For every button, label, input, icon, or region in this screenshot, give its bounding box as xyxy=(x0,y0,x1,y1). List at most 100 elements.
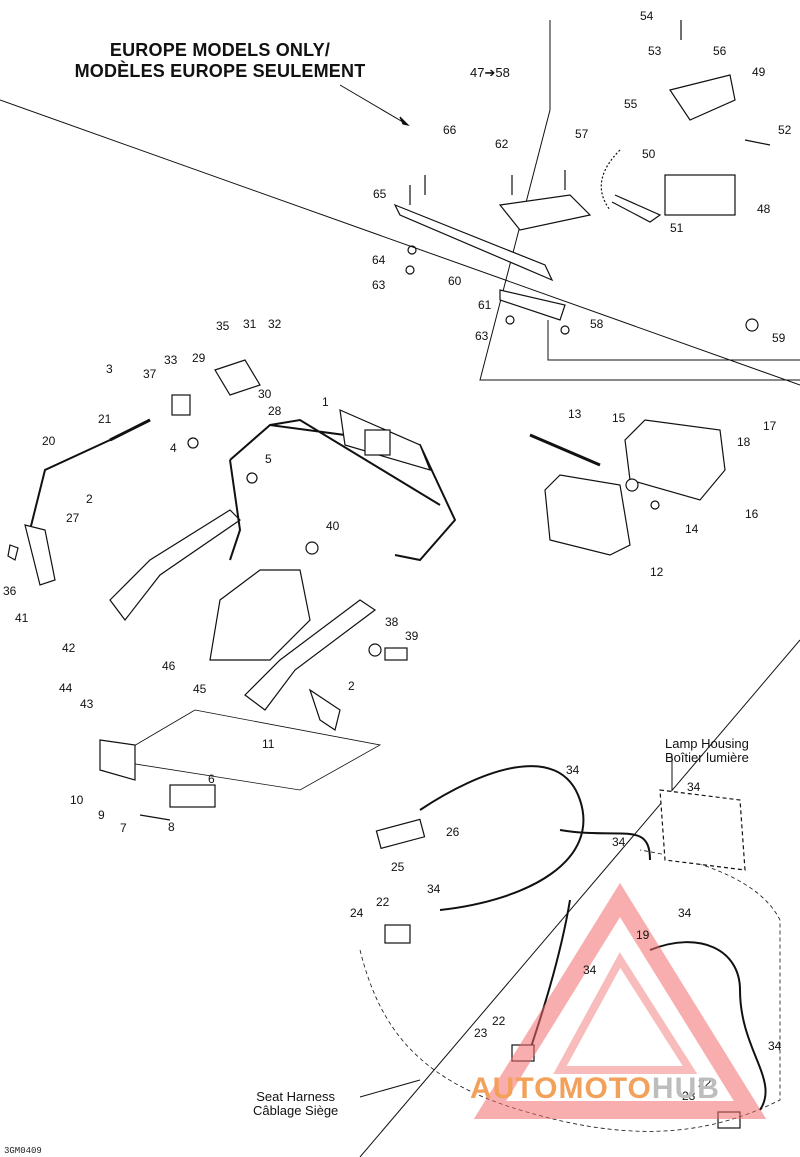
callout-5: 5 xyxy=(265,452,272,466)
callout-6: 6 xyxy=(208,772,215,786)
part-14-nut xyxy=(650,500,660,510)
part-29-switch xyxy=(214,359,261,396)
callout-36: 36 xyxy=(3,584,17,598)
callout-14: 14 xyxy=(685,522,699,536)
part-63-nut-b xyxy=(505,315,515,325)
callout-23: 23 xyxy=(474,1026,488,1040)
callout-43: 43 xyxy=(80,697,94,711)
callout-63: 63 xyxy=(372,278,386,292)
callout-59: 59 xyxy=(772,331,786,345)
callout-34b: 34 xyxy=(687,780,701,794)
callout-44: 44 xyxy=(59,681,73,695)
callout-40: 40 xyxy=(326,519,340,533)
part-21-rod xyxy=(109,418,151,442)
callout-16: 16 xyxy=(745,507,759,521)
europe-bracket xyxy=(479,20,800,381)
part-2-lever xyxy=(308,688,341,731)
hardware-group-box xyxy=(108,709,382,791)
part-12-housing xyxy=(544,474,631,556)
part-13-socket xyxy=(529,433,601,467)
callout-12: 12 xyxy=(650,565,664,579)
seat-harness-line2: Câblage Siège xyxy=(253,1103,339,1118)
callout-26: 26 xyxy=(446,825,460,839)
callout-38: 38 xyxy=(385,615,399,629)
callout-50: 50 xyxy=(642,147,656,161)
seat-harness-leader xyxy=(359,1079,421,1098)
part-2-side-rail-left xyxy=(109,509,241,621)
callout-25: 25 xyxy=(391,860,405,874)
callout-17: 17 xyxy=(763,419,777,433)
callout-53: 53 xyxy=(648,44,662,58)
part-2-side-rail-right xyxy=(244,599,377,711)
callout-28: 28 xyxy=(268,404,282,418)
europe-title-line2: MODÈLES EUROPE SEULEMENT xyxy=(74,61,366,81)
part-63-nut xyxy=(405,265,415,275)
callout-54: 54 xyxy=(640,9,654,23)
europe-plate-box xyxy=(380,200,800,310)
part-37-block xyxy=(171,394,191,416)
callout-61: 61 xyxy=(478,298,492,312)
europe-box-outline xyxy=(550,20,795,100)
callout-20: 20 xyxy=(42,434,56,448)
seat-harness-caption: Seat Harness Câblage Siège xyxy=(253,1090,338,1118)
callout-29: 29 xyxy=(192,351,206,365)
callout-52: 52 xyxy=(778,123,792,137)
part-66-bracket xyxy=(498,194,592,231)
callout-33: 33 xyxy=(164,353,178,367)
callout-13: 13 xyxy=(568,407,582,421)
part-64-washer xyxy=(407,245,417,255)
callout-30: 30 xyxy=(258,387,272,401)
range-label: 47➔58 xyxy=(470,65,510,80)
part-45-cover xyxy=(209,569,311,661)
callout-22: 22 xyxy=(376,895,390,909)
callout-39: 39 xyxy=(405,629,419,643)
callout-58: 58 xyxy=(590,317,604,331)
callout-46: 46 xyxy=(162,659,176,673)
callout-1: 1 xyxy=(322,395,329,409)
watermark-text-2: HUB xyxy=(651,1072,720,1105)
part-4-washer xyxy=(187,437,199,449)
callout-34a: 34 xyxy=(566,763,580,777)
callout-63b: 63 xyxy=(475,329,489,343)
callout-11: 11 xyxy=(262,737,275,751)
seat-frame-outline xyxy=(359,849,781,1132)
callout-2b: 2 xyxy=(348,679,355,693)
part-60-plate xyxy=(393,203,554,282)
part-1-rack-plate xyxy=(364,429,391,456)
callout-10: 10 xyxy=(70,793,84,807)
part-50-cable xyxy=(600,149,621,211)
callout-34f: 34 xyxy=(583,963,597,977)
europe-inner-box xyxy=(547,320,800,361)
part-1-rack-frame xyxy=(229,418,457,562)
part-59-pin xyxy=(745,318,759,332)
callout-45: 45 xyxy=(193,682,207,696)
part-16-lens xyxy=(624,419,726,501)
callout-35: 35 xyxy=(216,319,230,333)
callout-31: 31 xyxy=(243,317,257,331)
part-51-clip xyxy=(611,194,662,223)
callout-65: 65 xyxy=(373,187,387,201)
callout-34e: 34 xyxy=(678,906,692,920)
part-27-grip xyxy=(24,524,56,586)
watermark-triangle-inner xyxy=(553,952,698,1074)
callout-55: 55 xyxy=(624,97,638,111)
part-61-plate xyxy=(499,289,566,321)
pointer-arrow xyxy=(339,84,409,126)
pointer-arrowhead xyxy=(399,116,410,126)
callout-8: 8 xyxy=(168,820,175,834)
part-40-nut xyxy=(305,541,319,555)
callout-15: 15 xyxy=(612,411,626,425)
callout-42: 42 xyxy=(62,641,76,655)
part-8-pin xyxy=(139,814,171,821)
callout-2: 2 xyxy=(86,492,93,506)
callout-48: 48 xyxy=(757,202,771,216)
watermark-logo: AUTOMOTOHUB xyxy=(470,1072,720,1106)
drawing-code: 3GM0409 xyxy=(4,1146,42,1156)
lamp-housing-caption: Lamp Housing Boîtier lumière xyxy=(665,737,749,765)
callout-3: 3 xyxy=(106,362,113,376)
callout-37: 37 xyxy=(143,367,157,381)
callout-27: 27 xyxy=(66,511,80,525)
part-15-bulb xyxy=(625,478,639,492)
callout-21: 21 xyxy=(98,412,112,426)
